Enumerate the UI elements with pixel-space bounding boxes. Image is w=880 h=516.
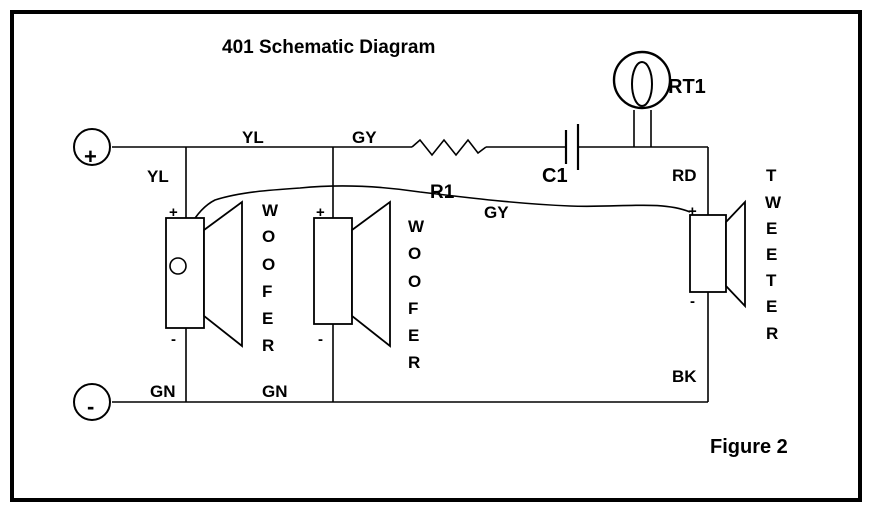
woofer2-letter: R bbox=[408, 353, 420, 372]
woofer1-letter: O bbox=[262, 255, 275, 274]
positive-terminal: + bbox=[73, 128, 111, 169]
figure-label: Figure 2 bbox=[710, 436, 788, 458]
woofer-2 bbox=[313, 200, 391, 348]
wiring bbox=[112, 110, 709, 403]
woofer2-letter: W bbox=[408, 217, 425, 236]
woofer1-letter: R bbox=[262, 336, 274, 355]
negative-terminal: - bbox=[73, 383, 111, 421]
label-rt1: RT1 bbox=[668, 76, 706, 98]
wire-r1-curve bbox=[177, 185, 691, 263]
woofer1-cone bbox=[203, 200, 243, 348]
label-gn-middle: GN bbox=[262, 382, 288, 401]
label-gn-left: GN bbox=[150, 382, 176, 401]
tweeter-minus-mark: - bbox=[690, 293, 695, 310]
positive-terminal-symbol: + bbox=[84, 144, 97, 169]
label-bk: BK bbox=[672, 367, 697, 386]
tweeter-letter: E bbox=[766, 219, 777, 238]
woofer1-body bbox=[165, 217, 205, 329]
woofer2-plus-mark: + bbox=[316, 204, 325, 221]
tweeter-letters: T W E E T E R bbox=[765, 166, 782, 343]
diagram-title: 401 Schematic Diagram bbox=[222, 37, 435, 58]
tweeter-letter: R bbox=[766, 324, 778, 343]
woofer2-body bbox=[313, 217, 353, 325]
label-r1: R1 bbox=[430, 182, 455, 203]
woofer1-letters: W O O F E R bbox=[262, 201, 279, 355]
tweeter-letter: E bbox=[766, 297, 777, 316]
woofer2-minus-mark: - bbox=[318, 331, 323, 348]
woofer1-letter: O bbox=[262, 227, 275, 246]
tweeter-plus-mark: + bbox=[688, 203, 697, 220]
woofer1-connector bbox=[169, 257, 187, 275]
tweeter-letter: T bbox=[766, 271, 777, 290]
woofer1-letter: E bbox=[262, 309, 273, 328]
label-gy-top: GY bbox=[352, 128, 377, 147]
woofer1-letter: W bbox=[262, 201, 279, 220]
label-rd: RD bbox=[672, 166, 697, 185]
outer-frame bbox=[10, 10, 862, 502]
resistor-zigzag bbox=[411, 138, 487, 157]
woofer2-letter: O bbox=[408, 244, 421, 263]
tweeter-letter: T bbox=[766, 166, 777, 185]
tweeter-dome bbox=[725, 199, 746, 309]
woofer2-cone bbox=[351, 200, 391, 348]
woofer-1 bbox=[165, 200, 243, 348]
label-yl-top: YL bbox=[242, 128, 264, 147]
label-c1: C1 bbox=[542, 165, 568, 187]
woofer1-letter: F bbox=[262, 282, 272, 301]
tweeter-body bbox=[689, 214, 727, 293]
woofer1-minus-mark: - bbox=[171, 331, 176, 348]
woofer1-plus-mark: + bbox=[169, 204, 178, 221]
tweeter-letter: W bbox=[765, 193, 782, 212]
woofer2-letter: O bbox=[408, 272, 421, 291]
label-yl-side: YL bbox=[147, 167, 169, 186]
woofer2-letter: E bbox=[408, 326, 419, 345]
label-gy-middle: GY bbox=[484, 203, 509, 222]
woofer2-letters: W O O F E R bbox=[408, 217, 425, 372]
negative-terminal-symbol: - bbox=[87, 394, 94, 419]
tweeter bbox=[689, 199, 746, 309]
woofer2-letter: F bbox=[408, 299, 418, 318]
capacitor-c1 bbox=[564, 124, 580, 170]
rt1-lamp bbox=[612, 50, 672, 110]
tweeter-letter: E bbox=[766, 245, 777, 264]
